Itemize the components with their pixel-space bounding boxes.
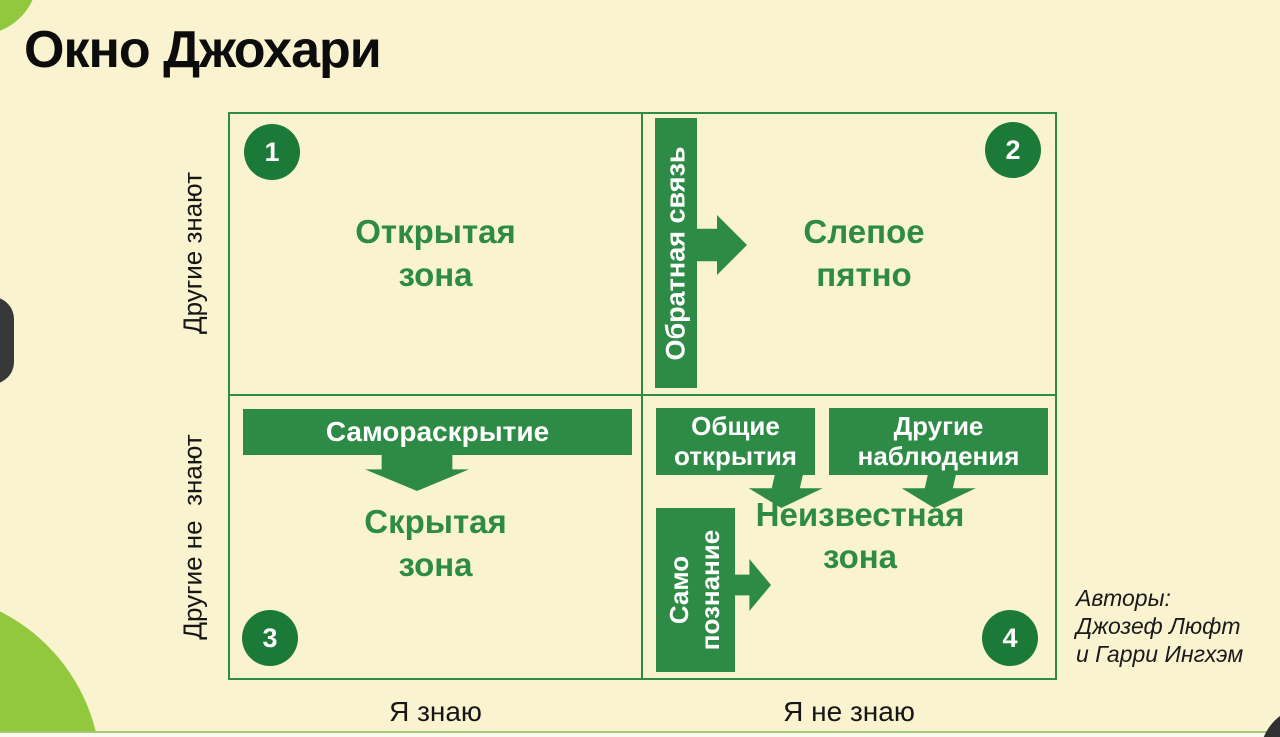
self-knowledge-banner: Само познание — [656, 508, 735, 672]
quadrant-label: Слепое пятно — [703, 210, 1025, 296]
quadrant-label-line2: зона — [398, 256, 473, 293]
quadrant-number-badge: 3 — [242, 610, 298, 666]
quadrant-label: Неизвестная зона — [739, 494, 981, 578]
feedback-banner: Обратная связь — [655, 118, 697, 388]
grid-vertical-divider — [641, 114, 643, 678]
quadrant-label-line1: Скрытая — [364, 503, 507, 540]
down-arrow-icon — [365, 455, 469, 491]
axis-label-others-know: Другие знают — [177, 171, 208, 335]
axis-label-others-dont-know: Другие не знают — [177, 434, 208, 640]
others-observations-line1: Другие — [893, 411, 984, 441]
authors-line1: Авторы: — [1076, 585, 1171, 611]
bottom-edge-strip — [0, 731, 1280, 737]
authors-line2: Джозеф Люфт — [1076, 613, 1241, 639]
quadrant-hidden-zone: Самораскрытие Скрытая зона 3 — [230, 396, 641, 678]
others-observations-line2: наблюдения — [857, 441, 1020, 471]
axis-label-i-dont-know: Я не знаю — [783, 696, 915, 727]
page-title: Окно Джохари — [24, 21, 382, 79]
self-disclosure-banner: Самораскрытие — [243, 409, 632, 455]
quadrant-open-zone: 1 Открытая зона — [230, 114, 641, 394]
shared-discoveries-banner: Общие открытия — [656, 408, 815, 475]
authors-line3: и Гарри Ингхэм — [1076, 641, 1244, 667]
quadrant-number-badge: 2 — [985, 122, 1041, 178]
quadrant-label-line2: пятно — [816, 256, 912, 293]
quadrant-label-line2: зона — [822, 538, 898, 575]
feedback-banner-label: Обратная связь — [660, 145, 691, 361]
quadrant-label-line1: Слепое — [803, 213, 925, 250]
quadrant-label-line2: зона — [398, 546, 473, 583]
quadrant-label-line1: Открытая — [355, 213, 516, 250]
decor-circle-bottom-left — [0, 592, 101, 737]
quadrant-label: Открытая зона — [230, 210, 641, 296]
self-knowledge-line1: Само — [664, 555, 695, 625]
shared-discoveries-line1: Общие — [691, 411, 780, 441]
self-knowledge-line2: познание — [695, 529, 726, 651]
others-observations-banner: Другие наблюдения — [829, 408, 1048, 475]
self-knowledge-label: Само познание — [665, 530, 727, 650]
axis-label-i-know: Я знаю — [389, 696, 482, 727]
authors-note: Авторы: Джозеф Люфт и Гарри Ингхэм — [1076, 584, 1243, 668]
quadrant-label-line1: Неизвестная — [755, 496, 965, 533]
quadrant-number-badge: 4 — [982, 610, 1038, 666]
shared-discoveries-line2: открытия — [674, 441, 797, 471]
quadrant-label: Скрытая зона — [230, 500, 641, 586]
quadrant-number-badge: 1 — [244, 124, 300, 180]
decor-dark-pill-left — [0, 297, 14, 384]
grid-horizontal-divider — [230, 394, 1055, 396]
quadrant-unknown-zone: Общие открытия Другие наблюдения Само по… — [643, 396, 1055, 678]
johari-grid: 1 Открытая зона Обратная связь Слепое пя… — [228, 112, 1057, 680]
quadrant-blind-spot: Обратная связь Слепое пятно 2 — [643, 114, 1055, 394]
